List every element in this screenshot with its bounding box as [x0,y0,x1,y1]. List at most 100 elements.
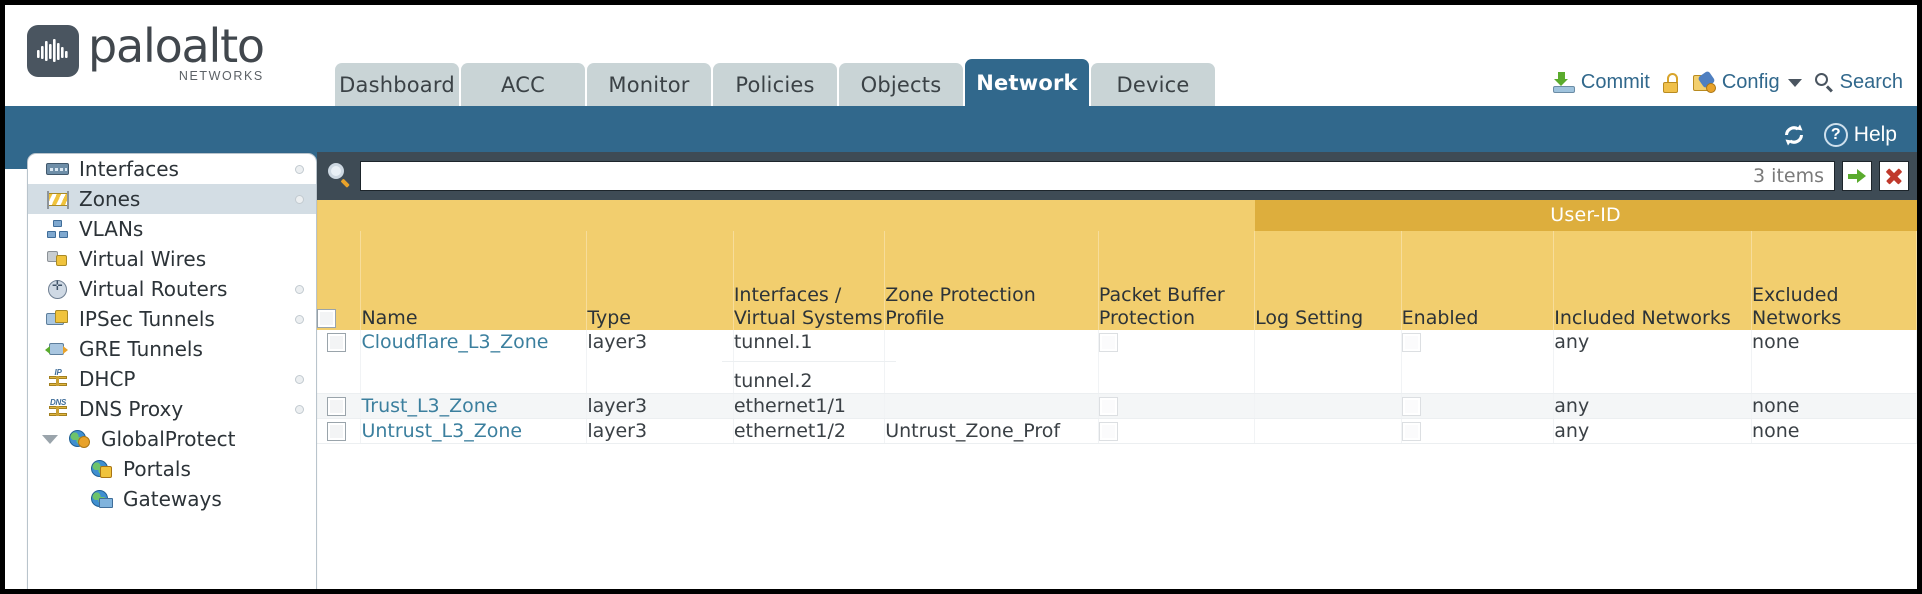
clear-filter-button[interactable] [1879,161,1909,191]
column-header-userid-enabled[interactable]: Enabled [1401,231,1555,330]
row-checkbox[interactable] [327,333,346,352]
tab-policies[interactable]: Policies [713,63,837,106]
search-label: Search [1839,71,1903,93]
sidebar-item-virtual-routers[interactable]: Virtual Routers [28,274,316,304]
cell-included-networks: any [1553,393,1753,419]
sidebar-item-label: Virtual Routers [79,277,228,301]
column-header-interfaces[interactable]: Interfaces / Virtual Systems [733,231,886,330]
sidebar-item-label: Virtual Wires [79,247,207,271]
sidebar-item-virtual-wires[interactable]: Virtual Wires [28,244,316,274]
sidebar-item-ipsec-tunnels[interactable]: IPSec Tunnels [28,304,316,334]
sidebar-item-label: DNS Proxy [79,397,184,421]
gateways-icon [90,489,114,509]
group-header-row: User-ID [317,200,1917,231]
brand-logo[interactable]: paloalto NETWORKS [27,21,265,83]
packet-buffer-protection-checkbox[interactable] [1098,397,1118,416]
column-header-included-networks[interactable]: Included Networks [1553,231,1753,330]
cell-userid-enabled [1401,418,1555,444]
column-header-excluded-networks[interactable]: Excluded Networks [1751,231,1917,330]
sidebar-item-interfaces[interactable]: Interfaces [28,154,316,184]
brand-tagline: NETWORKS [178,69,264,83]
sidebar-item-portals[interactable]: Portals [28,454,316,484]
cell-type: layer3 [586,330,734,394]
row-select-cell [317,393,362,419]
sidebar-item-gre-tunnels[interactable]: GRE Tunnels [28,334,316,364]
tab-acc[interactable]: ACC [461,63,585,106]
sidebar-status-dot [295,374,304,384]
cell-excluded-networks: none [1751,393,1917,419]
cell-name: Untrust_L3_Zone [360,418,588,444]
cell-packet-buffer-protection [1098,418,1256,444]
tab-device[interactable]: Device [1091,63,1215,106]
zones-table-head: User-ID Name Type Interfaces / Virtual S… [317,200,1917,330]
help-circle-icon: ? [1823,123,1848,147]
cell-packet-buffer-protection [1098,393,1256,419]
table-row[interactable]: Trust_L3_Zone layer3 ethernet1/1 [317,393,1917,419]
config-icon [1692,69,1716,93]
chevron-down-icon [1787,78,1802,87]
tab-network[interactable]: Network [965,59,1089,106]
tab-monitor[interactable]: Monitor [587,63,711,106]
interfaces-icon [46,159,70,179]
interface-entry: tunnel.1 [721,323,897,362]
sidebar-item-zones[interactable]: Zones [28,184,316,214]
sidebar-item-dhcp[interactable]: IP DHCP [28,364,316,394]
ipsec-tunnels-icon [46,309,70,329]
zone-name-link[interactable]: Untrust_L3_Zone [361,420,523,442]
zones-panel: 3 items [317,152,1917,589]
search-button[interactable]: Search [1814,71,1903,94]
padlock-icon[interactable] [1662,72,1680,93]
user-id-group-header: User-ID [1254,200,1917,231]
zones-table: User-ID Name Type Interfaces / Virtual S… [317,200,1917,444]
search-icon[interactable] [327,163,353,189]
select-all-checkbox[interactable] [317,309,336,328]
vlans-icon [46,219,70,239]
zone-name-link[interactable]: Cloudflare_L3_Zone [361,331,549,353]
refresh-icon[interactable] [1781,124,1807,146]
tab-dashboard[interactable]: Dashboard [335,63,459,106]
packet-buffer-protection-checkbox[interactable] [1098,333,1118,352]
sidebar-status-dot [295,194,304,204]
cell-log-setting [1254,330,1402,394]
row-checkbox[interactable] [327,397,346,416]
sidebar-item-vlans[interactable]: VLANs [28,214,316,244]
sidebar-item-label: Zones [79,187,141,211]
sidebar-status-dot [295,284,304,294]
zone-name-link[interactable]: Trust_L3_Zone [361,395,498,417]
commit-icon [1552,72,1575,93]
userid-enabled-checkbox[interactable] [1401,333,1421,352]
header-actions: Commit Config Search [1552,69,1903,94]
column-header-zone-protection-profile[interactable]: Zone Protection Profile [884,231,1099,330]
column-header-log-setting[interactable]: Log Setting [1254,231,1402,330]
column-header-row: Name Type Interfaces / Virtual Systems Z… [317,231,1917,330]
commit-button[interactable]: Commit [1552,71,1650,94]
userid-enabled-checkbox[interactable] [1401,422,1421,441]
sidebar-item-globalprotect[interactable]: GlobalProtect [28,424,316,454]
tab-objects[interactable]: Objects [839,63,963,106]
column-header-name[interactable]: Name [360,231,588,330]
sidebar-item-label: Gateways [123,487,222,511]
help-link[interactable]: ? Help [1823,123,1897,147]
apply-filter-button[interactable] [1842,161,1872,191]
cell-zone-protection-profile: Untrust_Zone_Prof [884,418,1099,444]
collapse-triangle-icon[interactable] [42,435,58,444]
filter-bar: 3 items [317,152,1917,200]
userid-enabled-checkbox[interactable] [1401,397,1421,416]
green-arrow-icon [1847,168,1867,184]
packet-buffer-protection-checkbox[interactable] [1098,422,1118,441]
cell-userid-enabled [1401,330,1555,394]
table-row[interactable]: Cloudflare_L3_Zone layer3 tunnel.1 tunne… [317,330,1917,394]
items-count-label: 3 items [1753,165,1824,187]
cell-included-networks: any [1553,418,1753,444]
search-input[interactable] [361,162,1754,190]
row-select-cell [317,330,362,394]
sidebar-item-gateways[interactable]: Gateways [28,484,316,514]
column-header-type[interactable]: Type [586,231,734,330]
row-checkbox[interactable] [327,422,346,441]
sidebar-item-dns-proxy[interactable]: DNS DNS Proxy [28,394,316,424]
table-row[interactable]: Untrust_L3_Zone layer3 ethernet1/2 Untru… [317,418,1917,444]
config-menu[interactable]: Config [1692,69,1802,94]
column-header-packet-buffer-protection[interactable]: Packet Buffer Protection [1098,231,1256,330]
cell-packet-buffer-protection [1098,330,1256,394]
